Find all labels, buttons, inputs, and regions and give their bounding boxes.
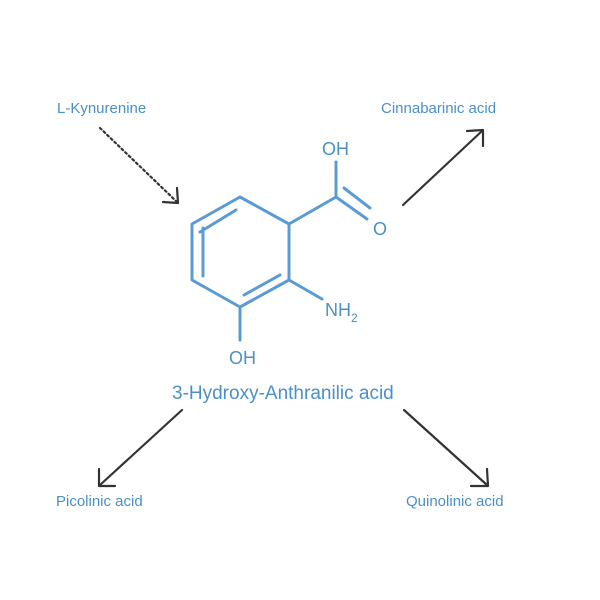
3-hydroxy-anthranilic-acid-label: 3-Hydroxy-Anthranilic acid [172, 383, 394, 404]
hydroxy-anthranilic-structure [190, 160, 372, 342]
oh-top-atom: OH [322, 139, 349, 159]
amine-text: NH [325, 300, 351, 320]
carbonyl-bond-b [342, 186, 372, 210]
amine-subscript: 2 [351, 311, 358, 325]
ring-double-bond-3 [242, 273, 282, 297]
arrow-to-quinolinic-acid [402, 408, 490, 488]
carbonyl-oxygen-atom: O [373, 219, 387, 239]
amine-atom: NH2 [325, 300, 358, 325]
cinnabarinic-acid-label: Cinnabarinic acid [381, 100, 497, 117]
carbonyl-bond-a [334, 195, 369, 221]
arrow-to-cinnabarinic-acid [401, 128, 485, 207]
benzene-ring [190, 195, 291, 309]
bond-to-carboxyl [287, 195, 338, 226]
ring-double-bond-1 [198, 208, 238, 234]
arrows [97, 126, 490, 488]
l-kynurenine-label: L-Kynurenine [57, 100, 147, 117]
bond-to-amine [287, 278, 324, 301]
picolinic-acid-label: Picolinic acid [56, 493, 143, 510]
oh-bottom-atom: OH [229, 348, 256, 368]
arrow-to-picolinic-acid [97, 408, 184, 488]
quinolinic-acid-label: Quinolinic acid [406, 493, 504, 510]
dotted-arrow-from-l-kynurenine [98, 126, 180, 205]
